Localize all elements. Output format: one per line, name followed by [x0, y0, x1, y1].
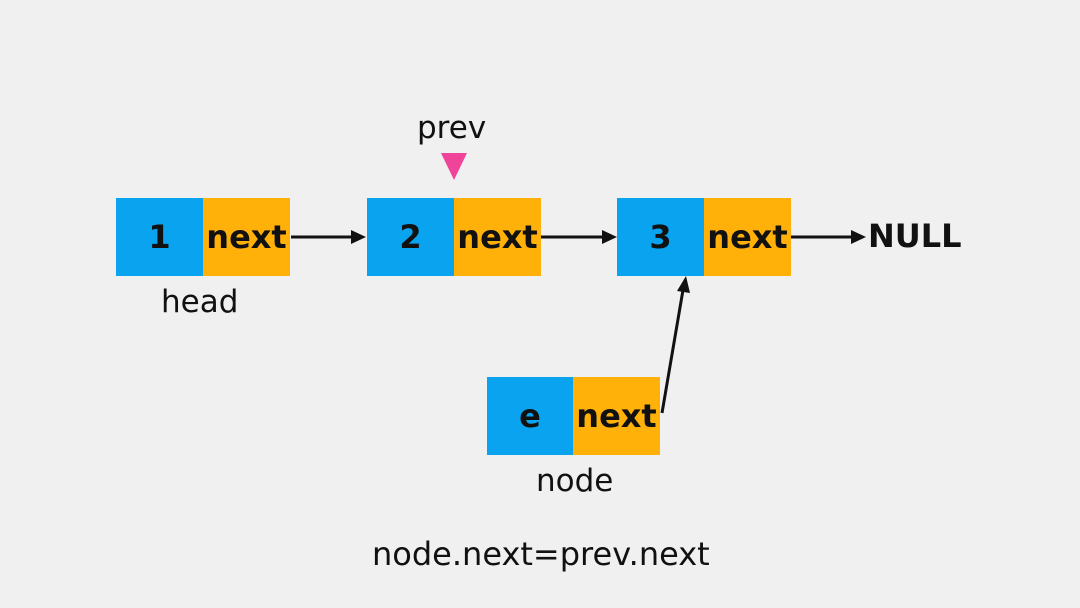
prev-marker-icon	[441, 153, 467, 180]
node-3-next: next	[704, 198, 791, 276]
prev-label: prev	[417, 110, 487, 146]
node-2-next: next	[454, 198, 541, 276]
arrow-node-to-3	[660, 276, 690, 414]
arrow-1-to-2	[291, 230, 366, 244]
node-3-value: 3	[617, 198, 704, 276]
node-label: node	[536, 463, 614, 499]
caption: node.next=prev.next	[372, 535, 710, 573]
arrow-3-to-null	[791, 230, 866, 244]
new-node-value: e	[487, 377, 573, 455]
null-label: NULL	[868, 217, 962, 255]
arrow-2-to-3	[541, 230, 617, 244]
head-label: head	[161, 284, 239, 320]
new-node-next: next	[573, 377, 660, 455]
node-1-next: next	[203, 198, 290, 276]
node-2-value: 2	[367, 198, 454, 276]
node-1-value: 1	[116, 198, 203, 276]
